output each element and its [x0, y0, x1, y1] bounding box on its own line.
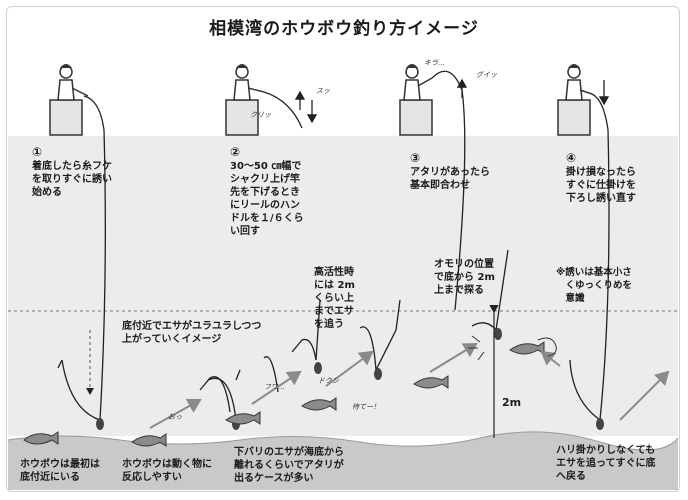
sfx-suk: スッ [316, 87, 330, 95]
seabed [8, 431, 678, 490]
step-3-text: アタリがあったら 基本即合わせ [410, 167, 490, 191]
rod-motion-arrows [294, 78, 610, 124]
step-3-number: ③ [410, 151, 421, 165]
sfx-kuri: クリッ [250, 111, 271, 119]
first-position-note: ホウボウは最初は 底付近にいる [20, 459, 100, 483]
hit-spark [468, 335, 557, 361]
moving-note: ホウボウは動く物に 反応しやすい [122, 459, 212, 483]
motion-arrows [149, 342, 670, 429]
sinker-note: オモリの位置 で底から 2m 上まで探る [434, 259, 495, 296]
step-2-number: ② [230, 145, 241, 159]
angler-2 [225, 64, 265, 136]
diagram-title: 相模湾のホウボウ釣り方イメージ [209, 19, 479, 39]
sfx-dokun: ドクン [318, 377, 339, 385]
sfx-kira: キラ… [424, 59, 445, 67]
gurnard-fish [23, 341, 545, 447]
miss-note: ハリ掛かりしなくても エサを追ってすぐに底 へ戻る [556, 445, 656, 482]
diagram-frame [6, 6, 680, 492]
step-1-number: ① [32, 145, 43, 159]
rod-and-line-4 [569, 93, 610, 421]
small-lure-note: ※誘いは基本小さ くゆっくりめを 意識 [556, 267, 633, 304]
sfx-gui: グイッ [476, 71, 497, 79]
lower-hook-note: 下バリのエサが海底から 離れるくらいでアタリが 出るケースが多い [234, 447, 344, 484]
step-4-text: 掛け損なったら すぐに仕掛けを 下ろし誘い直す [566, 167, 636, 204]
rod-and-line-1 [57, 95, 106, 421]
rise-note: 底付近でエサがユラユラしつつ 上がっていくイメージ [122, 321, 262, 345]
step-1-text: 着底したら糸フケ を取りすぐに誘い 始める [32, 161, 112, 198]
angler-3 [399, 64, 433, 136]
rod-and-line-2 [207, 91, 303, 421]
water-area [8, 136, 678, 436]
step-4-number: ④ [566, 151, 577, 165]
depth-label: 2m [502, 396, 522, 409]
angler-1 [49, 64, 89, 136]
step-2-text: 30～50 ㎝幅で シャクリ上げ竿 先を下げるとき にリールのハン ドルを１/６… [230, 161, 304, 237]
sfx-o: おっ [168, 413, 182, 421]
active-note: 高活性時 には 2m くらい上 までエサ を追う [314, 267, 355, 330]
rig-sequence [199, 249, 509, 413]
sfx-fura: フワ… [264, 383, 285, 391]
sinkers [96, 328, 604, 430]
sfx-eat: 待てー！ [352, 403, 380, 411]
angler-4 [557, 64, 593, 136]
